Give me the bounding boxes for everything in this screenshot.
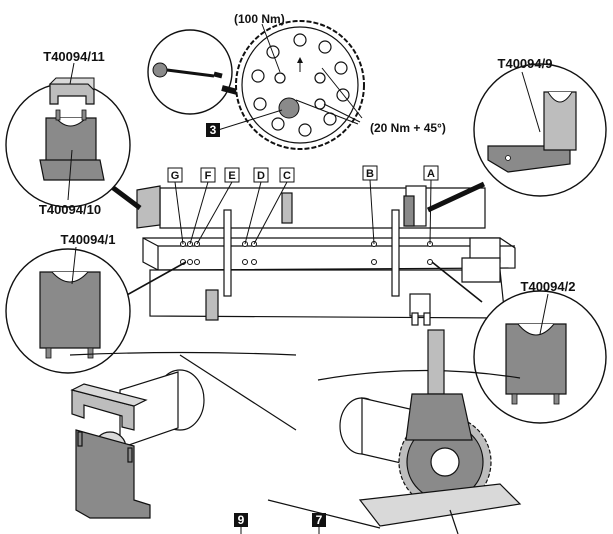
position-letter-e: E <box>228 170 235 182</box>
callout-t40094-10-11 <box>5 62 142 210</box>
position-letter-f: F <box>205 170 212 182</box>
callout-t40094-9 <box>426 63 607 213</box>
label-t40094-2: T40094/2 <box>521 279 576 294</box>
step-number-7: 7 <box>316 513 323 527</box>
torque-20nm-45-label: (20 Nm + 45°) <box>370 121 446 135</box>
step-9-marker <box>234 513 248 534</box>
sprocket-tool-cutaway <box>267 329 522 534</box>
position-marker-f <box>189 167 216 245</box>
callout-t40094-2 <box>431 261 607 424</box>
position-letter-b: B <box>366 168 374 180</box>
position-marker-b <box>362 165 378 245</box>
camshaft-holder-cutaway <box>69 351 297 519</box>
position-markers <box>167 165 439 245</box>
camshaft-holder-frame <box>136 185 516 326</box>
position-letter-c: C <box>283 170 291 182</box>
position-marker-g <box>167 167 184 245</box>
step-number-3: 3 <box>210 123 217 137</box>
position-marker-d <box>244 167 269 245</box>
position-marker-c <box>253 167 295 245</box>
label-t40094-9: T40094/9 <box>498 56 553 71</box>
label-t40094-11: T40094/11 <box>43 49 104 64</box>
position-letter-g: G <box>171 170 180 182</box>
label-t40094-10: T40094/10 <box>39 202 101 217</box>
callout-t40094-1 <box>5 246 187 374</box>
position-marker-a <box>423 165 439 245</box>
torque-100nm-label: (100 Nm) <box>234 12 285 26</box>
position-letter-a: A <box>427 168 435 180</box>
step-number-9: 9 <box>238 513 245 527</box>
step-7-marker <box>312 513 326 534</box>
frame-bolt-holes <box>180 241 433 265</box>
label-t40094-1: T40094/1 <box>61 232 116 247</box>
position-letter-d: D <box>257 170 265 182</box>
sprocket-detail <box>147 20 365 150</box>
position-marker-e <box>196 167 240 245</box>
